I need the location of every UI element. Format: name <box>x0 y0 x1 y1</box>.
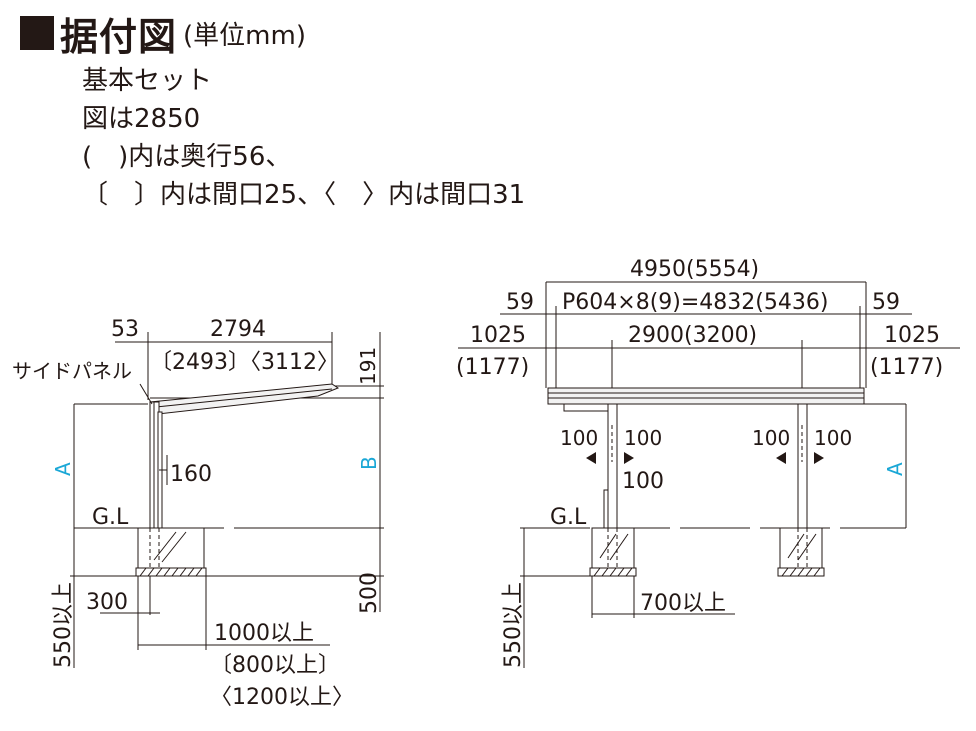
roof-front <box>547 387 865 405</box>
dim-2794: 2794 <box>210 317 266 342</box>
dim-550-right: 550以上 <box>501 582 526 668</box>
note-line: ( )内は奥行56、 <box>82 142 292 172</box>
dim-700: 700以上 <box>640 591 726 616</box>
dim-1177-left: (1177) <box>456 355 529 380</box>
dim-59-left: 59 <box>506 290 534 315</box>
arrow-right-icon <box>814 452 824 464</box>
dim-300: 300 <box>86 590 128 615</box>
hatch <box>153 531 177 561</box>
dim-2493-3112: 〔2493〕〈3112〉 <box>150 350 339 375</box>
note-line: 〔 〕内は間口25、〈 〉内は間口31 <box>82 180 526 210</box>
dim-1000: 1000以上 <box>214 621 314 646</box>
notes-block: 基本セット 図は2850 ( )内は奥行56、 〔 〕内は間口25、〈 〉内は間… <box>82 62 525 214</box>
post-right-a <box>607 403 618 529</box>
note-line: 基本セット <box>82 66 213 96</box>
dim-100-d: 100 <box>814 426 852 450</box>
post-edge-a <box>603 489 609 529</box>
dim-4950: 4950(5554) <box>630 257 759 282</box>
dim-1177-right: (1177) <box>870 355 943 380</box>
dim-1025-right: 1025 <box>884 323 940 348</box>
side-panel-label: サイドパネル <box>12 359 132 383</box>
dim-550-left: 550以上 <box>51 582 76 668</box>
roof-profile <box>149 383 340 415</box>
title-unit: (単位mm) <box>183 20 306 51</box>
gl-right: G.L <box>550 505 587 530</box>
dim-53: 53 <box>111 317 139 342</box>
post-right-b <box>797 403 808 529</box>
title-main: 据付図 <box>60 14 178 59</box>
gl-left: G.L <box>92 505 129 530</box>
dim-500: 500 <box>357 572 382 614</box>
label-B: B <box>357 456 381 470</box>
dim-p604: P604×8(9)=4832(5436) <box>562 290 828 315</box>
gravel-base-left <box>135 567 207 577</box>
drawing-title: 据付図 (単位mm) <box>20 10 306 59</box>
arrow-left-icon <box>776 452 786 464</box>
dim-1200: 〈1200以上〉 <box>210 685 354 710</box>
label-A-right: A <box>883 462 907 476</box>
dim-100-b: 100 <box>624 426 662 450</box>
arrow-right-icon <box>624 452 634 464</box>
dim-800: 〔800以上〕 <box>210 653 340 678</box>
side-panel-leader <box>139 383 153 405</box>
dim-2900: 2900(3200) <box>628 323 757 348</box>
hatch <box>161 531 187 563</box>
dim-100-e: 100 <box>622 469 664 494</box>
dim-59-right: 59 <box>872 290 900 315</box>
dim-100-a: 100 <box>560 426 598 450</box>
note-line: 図は2850 <box>82 104 201 134</box>
dim-191: 191 <box>356 347 380 385</box>
dim-160: 160 <box>170 462 212 487</box>
arrow-left-icon <box>586 452 596 464</box>
title-square-icon <box>20 16 54 50</box>
label-A-left: A <box>51 462 75 476</box>
beam-bracket <box>563 403 613 412</box>
dim-100-c: 100 <box>752 426 790 450</box>
roof-inner-line <box>155 388 333 408</box>
dim-1025-left: 1025 <box>470 323 526 348</box>
